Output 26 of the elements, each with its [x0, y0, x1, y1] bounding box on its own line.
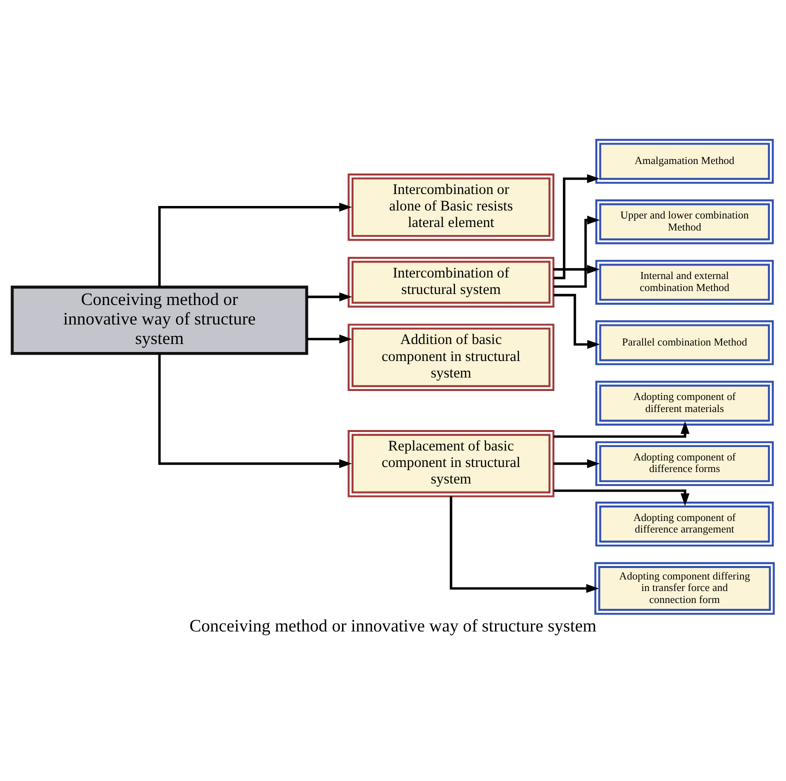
arrow — [554, 216, 600, 288]
arrow — [306, 292, 352, 302]
node-box: Adopting component differing in transfer force and connection form — [594, 562, 775, 615]
arrow — [554, 174, 600, 280]
node-box: Adopting component of difference arrangement — [595, 502, 774, 547]
node-box: Adopting component of difference forms — [595, 441, 774, 486]
arrow — [306, 334, 352, 344]
node-box: Amalgamation Method — [595, 138, 774, 184]
arrow — [553, 264, 600, 274]
node-box: Conceiving method or innovative way of structure system — [10, 286, 308, 355]
node-box: Adopting component of different materials — [595, 380, 774, 426]
node-box: Intercombination of structural system — [348, 256, 554, 308]
node-box: Intercombination or alone of Basic resists lateral element — [348, 174, 554, 241]
arrow — [450, 496, 599, 593]
node-box: Parallel combination Method — [595, 320, 774, 366]
caption: Conceiving method or innovative way of structure system — [190, 616, 596, 636]
arrow — [554, 294, 600, 349]
arrow — [554, 421, 690, 438]
arrow — [158, 202, 352, 287]
arrow — [553, 459, 600, 468]
node-box: Replacement of basic component in structural system — [348, 430, 554, 498]
node-box: Addition of basic component in structural system — [348, 324, 554, 391]
node-box: Internal and external combination Method — [595, 260, 774, 305]
arrow — [554, 489, 690, 506]
arrow — [158, 354, 352, 468]
node-box: Upper and lower combination Method — [595, 199, 774, 244]
